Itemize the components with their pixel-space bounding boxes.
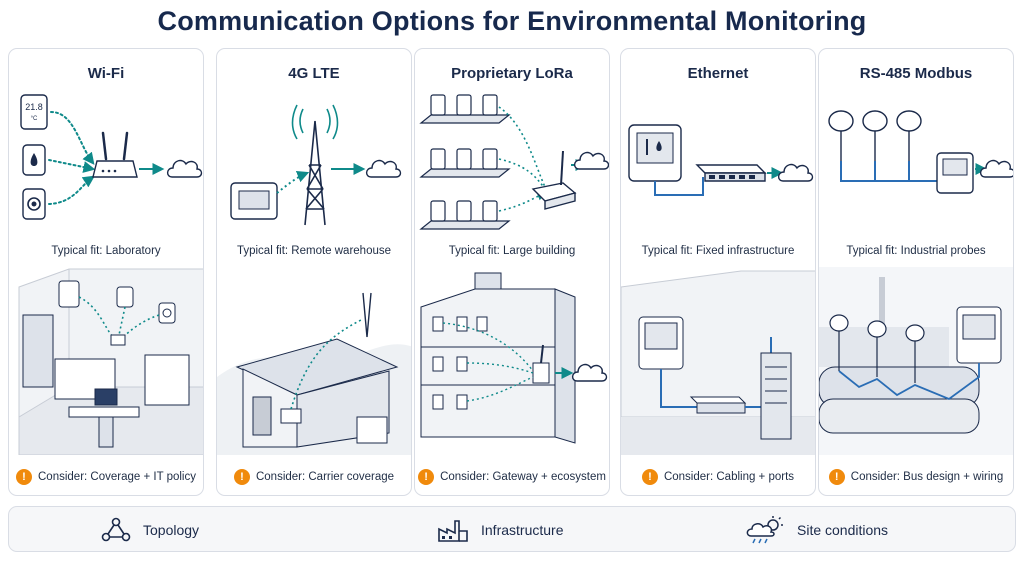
lora-topology-art xyxy=(419,94,609,230)
warning-icon: ! xyxy=(828,469,845,485)
panel-ethernet: Ethernet Typical fit: Fixed infrastructu… xyxy=(620,48,816,496)
consider-label: Consider: Carrier coverage xyxy=(255,471,395,483)
fit-label: Typical fit: Large building xyxy=(448,245,576,257)
consider-note: ! Consider: Carrier coverage xyxy=(217,457,411,495)
panel-4g-lte: 4G LTE Typical fit: Remote warehouse ! xyxy=(216,48,412,496)
consider-label: Consider: Cabling + ports xyxy=(663,471,795,483)
footer-label-infrastructure: Infrastructure xyxy=(481,522,564,538)
laboratory-scene xyxy=(18,268,203,455)
ethernet-topology-art xyxy=(628,124,814,196)
fit-label: Typical fit: Fixed infrastructure xyxy=(641,245,795,257)
consider-note: ! Consider: Bus design + wiring xyxy=(819,457,1013,495)
network-switch-icon xyxy=(695,164,767,182)
warehouse-scene xyxy=(217,292,411,455)
warning-icon: ! xyxy=(641,469,658,485)
fixed-infrastructure-scene xyxy=(621,270,815,455)
sound-sensor-icon xyxy=(22,188,46,220)
lora-gateway-icon xyxy=(531,150,577,210)
footer-item-site-conditions: Site conditions xyxy=(745,507,888,553)
cloud-icon xyxy=(166,159,203,178)
cloud-icon xyxy=(365,159,402,178)
footer-label-site-conditions: Site conditions xyxy=(797,522,889,538)
consider-label: Consider: Coverage + IT policy xyxy=(38,471,196,483)
factory-icon xyxy=(438,520,468,542)
wifi-topology-art: 21.8 °C xyxy=(20,94,203,220)
panel-title-wifi: Wi-Fi xyxy=(87,65,125,82)
warning-icon: ! xyxy=(16,469,32,485)
cell-tower-icon xyxy=(291,104,339,226)
panel-title-lora: Proprietary LoRa xyxy=(451,65,573,82)
warning-icon: ! xyxy=(418,469,435,485)
temperature-sensor-icon: 21.8 °C xyxy=(20,94,48,130)
lte-topology-art xyxy=(230,104,402,226)
footer-label-topology: Topology xyxy=(143,522,200,538)
rs485-topology-art xyxy=(828,110,1013,194)
modbus-controller-icon xyxy=(936,152,974,194)
industrial-scene xyxy=(819,267,1013,455)
svg-text:21.8: 21.8 xyxy=(25,102,43,112)
warning-icon: ! xyxy=(233,469,250,485)
panel-lora: Proprietary LoRa Typical fit: Large buil… xyxy=(414,48,610,496)
humidity-sensor-icon xyxy=(22,144,46,176)
monitor-device-icon xyxy=(628,124,682,182)
consider-note: ! Consider: Gateway + ecosystem xyxy=(415,457,609,495)
sensor-shelves-icon xyxy=(419,94,511,230)
probe-icon xyxy=(828,110,922,161)
wifi-router-icon xyxy=(92,131,138,178)
page-title: Communication Options for Environmental … xyxy=(157,6,867,36)
large-building-scene xyxy=(420,272,608,444)
fit-label: Typical fit: Industrial probes xyxy=(846,245,986,257)
fit-label: Typical fit: Remote warehouse xyxy=(236,245,392,257)
consider-label: Consider: Gateway + ecosystem xyxy=(440,471,606,483)
cloud-icon xyxy=(777,163,814,182)
consider-label: Consider: Bus design + wiring xyxy=(850,471,1004,483)
panel-title-4g-lte: 4G LTE xyxy=(288,65,340,82)
footer-item-infrastructure: Infrastructure xyxy=(437,507,563,553)
fit-label: Typical fit: Laboratory xyxy=(51,245,161,257)
footer-bar: Topology Infrastructure Site conditions xyxy=(8,506,1016,552)
consider-note: ! Consider: Cabling + ports xyxy=(621,457,815,495)
weather-icon xyxy=(746,516,783,544)
panel-rs485: RS-485 Modbus Typical fit: Industrial pr… xyxy=(818,48,1014,496)
footer-item-topology: Topology xyxy=(101,507,199,553)
panel-wifi: Wi-Fi 21.8 °C Typical fit: La xyxy=(8,48,204,496)
svg-text:°C: °C xyxy=(31,116,38,122)
panel-title-rs485: RS-485 Modbus xyxy=(859,65,973,82)
cloud-icon xyxy=(573,151,609,170)
cloud-icon xyxy=(979,159,1013,178)
panel-title-ethernet: Ethernet xyxy=(687,65,749,82)
topology-icon xyxy=(101,517,131,542)
consider-note: ! Consider: Coverage + IT policy xyxy=(9,457,203,495)
cloud-icon xyxy=(571,363,608,382)
lte-gateway-icon xyxy=(230,182,278,220)
